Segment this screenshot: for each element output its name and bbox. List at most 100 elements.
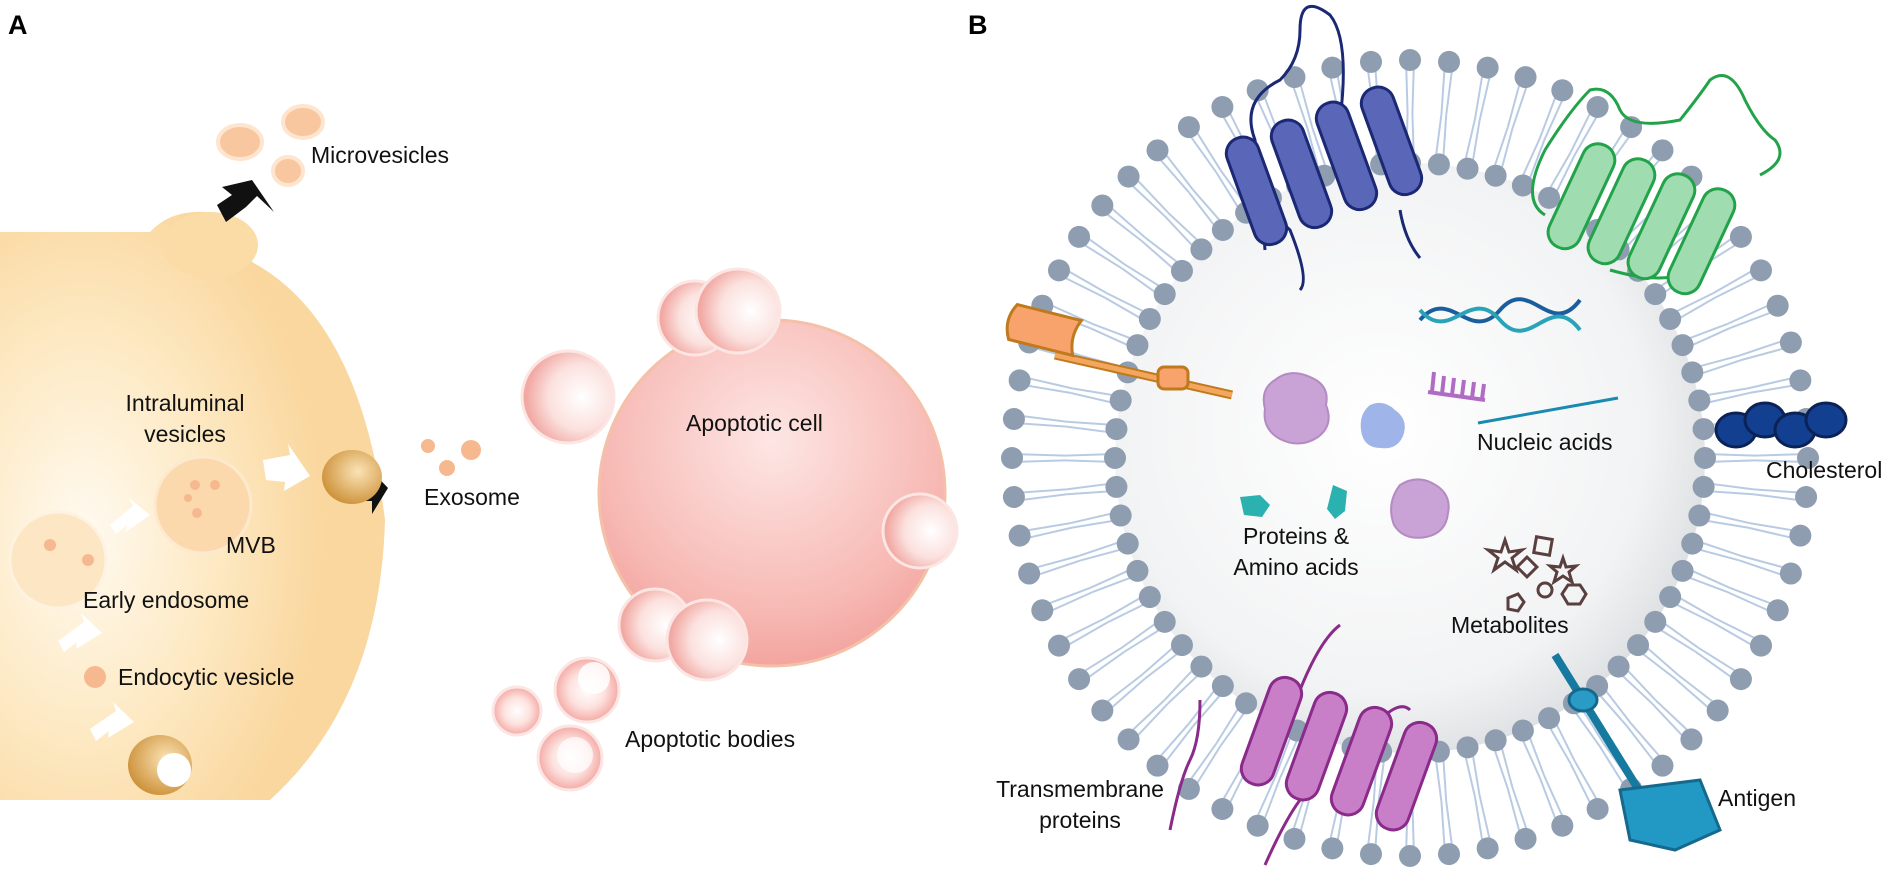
lipid-head	[1283, 827, 1306, 850]
label-transmembrane-line2: proteins	[1039, 807, 1121, 833]
apoptotic-bodies	[491, 656, 621, 792]
lipid-head	[1001, 447, 1023, 469]
mvb-vesicle	[153, 455, 253, 555]
lipid-head	[1789, 524, 1812, 547]
lipid-head	[1190, 238, 1213, 261]
lipid-head	[1190, 655, 1213, 678]
lipid-head	[1399, 845, 1421, 867]
lipid-head	[1068, 225, 1091, 248]
lipid-head	[1795, 486, 1818, 509]
lipid-head	[1359, 843, 1382, 866]
lipid-head	[1146, 139, 1169, 162]
lipid-head	[1766, 599, 1789, 622]
label-apoptotic-bodies: Apoptotic bodies	[625, 726, 796, 752]
lipid-head	[1681, 532, 1704, 555]
membrane-protein-orange	[1005, 302, 1233, 400]
lipid-head	[1211, 798, 1234, 821]
lipid-head	[1283, 66, 1306, 89]
lipid-head	[1651, 754, 1674, 777]
label-proteins-line1: Proteins &	[1242, 523, 1350, 549]
lipid-head	[1514, 827, 1537, 850]
rna-fragment-small	[1427, 371, 1486, 402]
lipid-head	[1126, 559, 1149, 582]
lipid-head	[1235, 692, 1258, 715]
antigen-molecule	[1551, 652, 1722, 852]
lipid-head	[1456, 736, 1479, 759]
lipid-head	[1511, 174, 1534, 197]
lipid-head	[1211, 218, 1234, 241]
lipid-head	[1109, 504, 1132, 527]
lipid-head	[1153, 610, 1176, 633]
lipid-head	[1427, 153, 1450, 176]
microvesicles	[216, 104, 325, 187]
lipid-head	[1729, 225, 1752, 248]
label-metabolites: Metabolites	[1451, 612, 1569, 638]
lipid-head	[1692, 418, 1715, 441]
label-apoptotic-cell: Apoptotic cell	[686, 410, 823, 436]
lipid-head	[1476, 56, 1499, 79]
lipid-head	[1399, 49, 1421, 71]
lipid-head	[1359, 50, 1382, 73]
transmembrane-receptor-green	[1531, 74, 1782, 296]
lipid-head	[1484, 164, 1507, 187]
label-transmembrane-line1: Transmembrane	[996, 776, 1164, 802]
exosome-release-pit	[322, 450, 382, 504]
lipid-head	[1681, 361, 1704, 384]
lipid-head	[1438, 50, 1461, 73]
lipid-head	[1729, 668, 1752, 691]
label-microvesicles: Microvesicles	[311, 142, 450, 168]
lipid-head	[1246, 814, 1269, 837]
label-endocytic-vesicle: Endocytic vesicle	[118, 664, 295, 690]
lipid-head	[1586, 798, 1609, 821]
lipid-head	[1651, 139, 1674, 162]
lipid-head	[1779, 562, 1802, 585]
lipid-head	[1514, 66, 1537, 89]
lipid-head	[1688, 389, 1711, 412]
lipid-head	[1104, 447, 1126, 469]
protein-blobs	[1240, 372, 1450, 539]
endocytic-pit	[128, 735, 192, 795]
lipid-head	[1246, 79, 1269, 102]
lipid-head	[1047, 634, 1070, 657]
transmembrane-receptor-blue	[1224, 4, 1424, 292]
panel-a-diagram	[0, 104, 959, 801]
endocytic-vesicle-dot	[84, 666, 106, 688]
label-nucleic-acids: Nucleic acids	[1477, 429, 1613, 455]
label-early-endosome: Early endosome	[83, 587, 250, 613]
lipid-head	[1321, 56, 1344, 79]
lipid-head	[1117, 165, 1140, 188]
label-antigen: Antigen	[1718, 785, 1797, 811]
nucleic-acid-strand	[1477, 396, 1619, 425]
lipid-head	[1511, 719, 1534, 742]
lipid-head	[1105, 475, 1128, 498]
lipid-head	[1551, 814, 1574, 837]
lipid-head	[1750, 259, 1773, 282]
lipid-head	[1627, 634, 1650, 657]
budding-microvesicle	[162, 212, 258, 278]
lipid-head	[1484, 729, 1507, 752]
lipid-head	[1047, 259, 1070, 282]
lipid-head	[1177, 116, 1200, 139]
lipid-head	[1138, 307, 1161, 330]
label-exosome: Exosome	[424, 484, 520, 510]
lipid-head	[1659, 307, 1682, 330]
dna-helix	[1418, 297, 1582, 333]
exosomes	[421, 439, 481, 476]
lipid-head	[1476, 837, 1499, 860]
lipid-head	[1644, 610, 1667, 633]
transmembrane-receptor-purple	[1168, 623, 1439, 866]
lipid-head	[1688, 504, 1711, 527]
lipid-head	[1170, 634, 1193, 657]
lipid-head	[1694, 447, 1716, 469]
apoptotic-blebs	[520, 267, 959, 682]
lipid-head	[1797, 447, 1819, 469]
lipid-head	[1091, 194, 1114, 217]
lipid-head	[1671, 559, 1694, 582]
lipid-head	[1211, 675, 1234, 698]
lipid-head	[1680, 728, 1703, 751]
lipid-head	[1692, 475, 1715, 498]
lipid-head	[1789, 369, 1812, 392]
lipid-head	[1105, 418, 1128, 441]
lipid-head	[1138, 586, 1161, 609]
